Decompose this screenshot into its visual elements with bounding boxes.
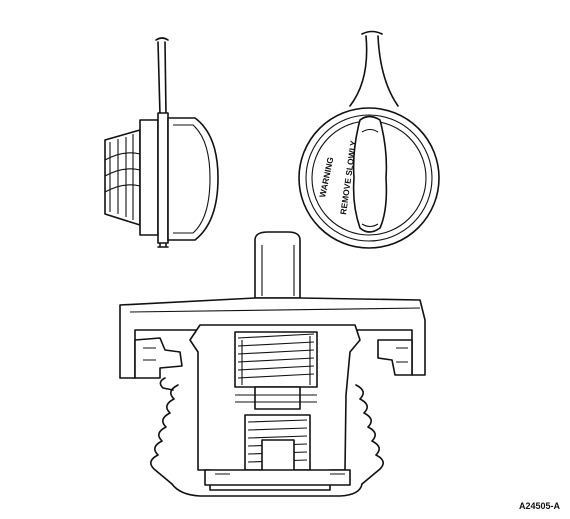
cap-side-view [104,37,219,248]
figure-id-label: A24505-A [518,501,560,511]
cap-cross-section [119,231,426,497]
cap-top-view: WARNING REMOVE SLOWLY [298,30,440,249]
